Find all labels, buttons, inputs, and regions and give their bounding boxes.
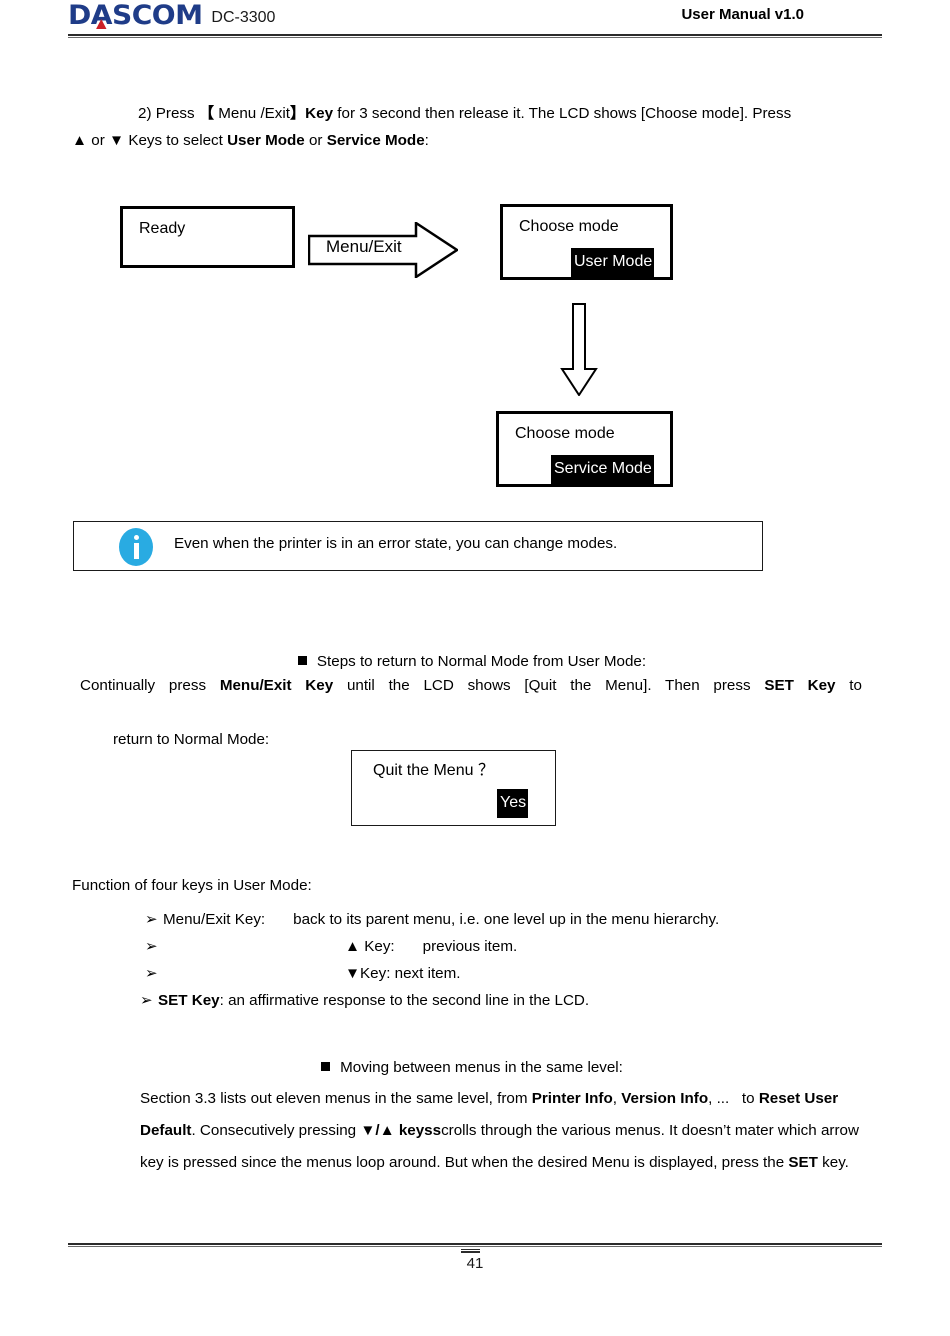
key-row-set: ➢SET Key: an affirmative response to the…	[140, 987, 885, 1014]
logo-triangle-icon	[96, 19, 107, 29]
lcd-box-ready: Ready	[120, 206, 295, 268]
square-bullet-icon	[297, 656, 307, 665]
lcd-box-choose-mode-user: Choose mode User Mode	[500, 204, 673, 280]
down-arrow-glyph: ▼	[109, 132, 125, 149]
page-number: 41	[466, 1255, 484, 1272]
key-row-menu-exit: ➢Menu/Exit Key:back to its parent menu, …	[145, 906, 885, 933]
return-normal-mode-paragraph: Continually press Menu/Exit Key until th…	[80, 677, 862, 748]
menu-exit-arrow-label: Menu/Exit	[326, 237, 402, 256]
arrow-bullet-icon: ➢	[145, 965, 158, 982]
info-note-text: Even when the printer is in an error sta…	[174, 535, 618, 552]
key-row-up: ➢▲ Key:previous item.	[145, 933, 885, 960]
menu-exit-arrow: Menu/Exit	[308, 222, 458, 278]
square-bullet-icon	[321, 1062, 331, 1071]
four-keys-list: ➢Menu/Exit Key:back to its parent menu, …	[140, 906, 885, 1014]
moving-between-menus-paragraph: Section 3.3 lists out eleven menus in th…	[140, 1090, 859, 1171]
footer-divider	[68, 1243, 882, 1247]
header-divider	[68, 34, 882, 38]
arrow-bullet-icon: ➢	[145, 938, 158, 955]
lcd-choose-service-selection: Service Mode	[551, 455, 654, 484]
lcd-ready-line1: Ready	[139, 220, 186, 237]
arrow-bullet-icon: ➢	[145, 911, 158, 928]
lcd-box-choose-mode-service: Choose mode Service Mode	[496, 411, 673, 487]
step-number: 2)	[138, 105, 152, 122]
footer-page-tick	[461, 1249, 480, 1253]
arrow-bullet-icon: ➢	[140, 992, 153, 1009]
lcd-quit-line1: Quit the Menu ？	[373, 762, 494, 779]
lcd-choose-user-line1: Choose mode	[519, 218, 619, 235]
up-arrow-glyph: ▲	[72, 132, 88, 149]
key-row-down: ➢▼Key: next item.	[145, 960, 885, 987]
section-heading-return-normal-mode: Steps to return to Normal Mode from User…	[72, 648, 872, 675]
step-2-paragraph: 2) Press 【 Menu /Exit】Key for 3 second t…	[72, 105, 792, 149]
lcd-box-quit-menu: Quit the Menu ？ Yes	[351, 750, 556, 826]
flow-down-arrow	[560, 303, 598, 397]
section-heading-moving-between-menus: Moving between menus in the same level:	[72, 1054, 872, 1081]
lcd-choose-user-selection: User Mode	[571, 248, 655, 277]
manual-version-label: User Manual v1.0	[681, 6, 804, 23]
info-note-box: Even when the printer is in an error sta…	[73, 521, 763, 571]
lcd-quit-selection: Yes	[497, 789, 529, 818]
lcd-choose-service-line1: Choose mode	[515, 425, 615, 442]
info-icon	[119, 528, 153, 566]
four-keys-intro: Function of four keys in User Mode:	[72, 877, 312, 894]
printer-model-label: DC-3300	[211, 9, 276, 26]
